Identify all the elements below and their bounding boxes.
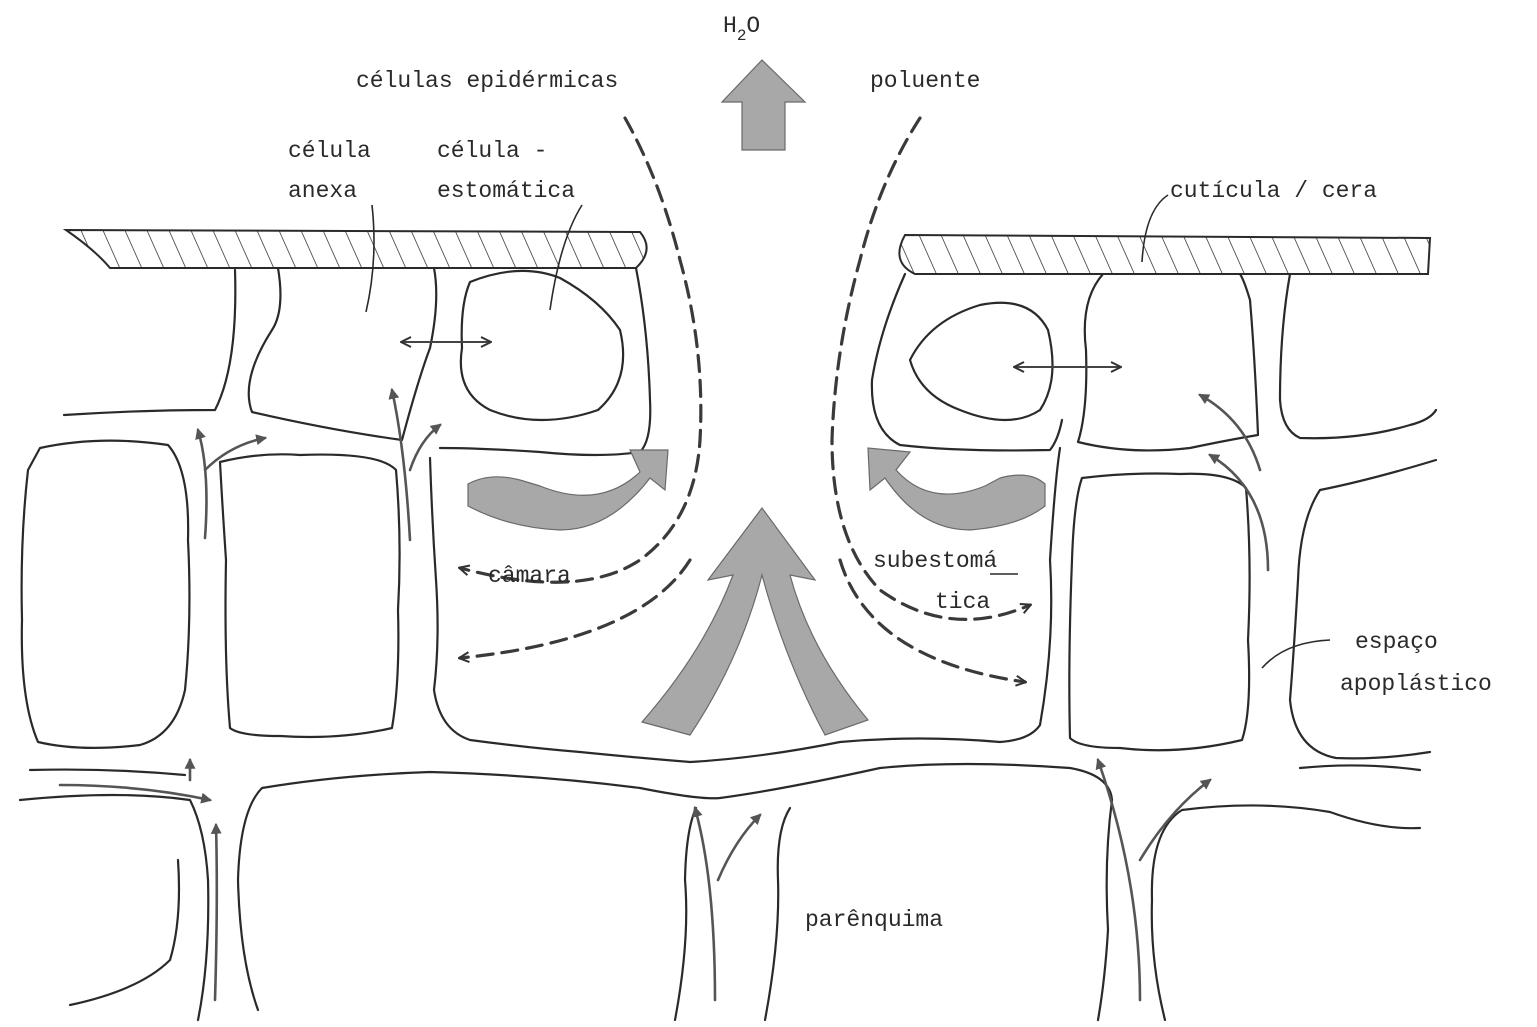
guard-cell-left [461, 271, 623, 420]
apoplastic-label-line1: espaço [1355, 629, 1438, 655]
chamber-label: câmara [488, 563, 571, 589]
right-epidermis-cells [872, 274, 1436, 450]
epidermal-cells-label: células epidérmicas [356, 68, 618, 94]
guard-cell-label-line2: estomática [437, 178, 575, 204]
cuticle-wax-label: cutícula / cera [1170, 178, 1377, 204]
guard-cell-right [910, 303, 1053, 420]
parenchyma-label: parênquima [805, 907, 943, 933]
apoplastic-label-line2: apoplástico [1340, 671, 1492, 697]
water-vapor-arrow-top [722, 60, 805, 150]
substomatic-label-line1: subestomá [873, 548, 997, 574]
pollutant-label: poluente [870, 68, 980, 94]
pollutant-path-right [832, 118, 1030, 682]
parenchyma-cells [20, 764, 1420, 1020]
water-label: H2O [723, 13, 760, 45]
guard-cell-label-line1: célula - [437, 138, 547, 164]
cuticle-layer-right [899, 235, 1430, 274]
annex-cell-label-line2: anexa [288, 178, 357, 204]
curved-flow-arrow-right [868, 448, 1045, 530]
curved-flow-arrow-left [468, 450, 668, 530]
left-epidermis-cells [64, 268, 650, 455]
substomatic-label-line2: tica [935, 589, 990, 615]
annex-cell-label-line1: célula [288, 138, 371, 164]
water-vapor-arrow-center [642, 508, 868, 735]
